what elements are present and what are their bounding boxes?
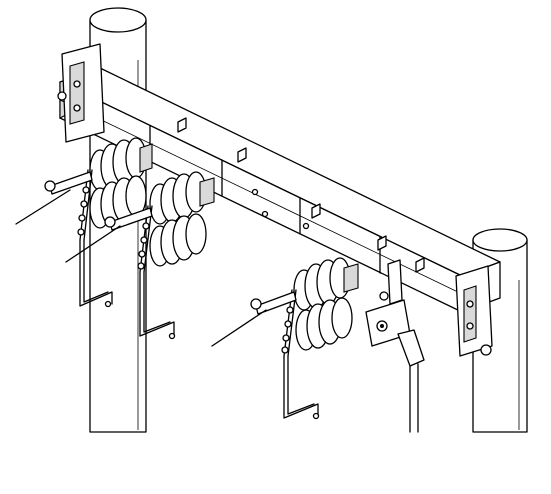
insulator-stack-c-lower <box>295 297 353 351</box>
disconnect-switch-c <box>250 289 297 357</box>
disconnect-switch-a <box>44 169 93 241</box>
callout-leaders <box>15 189 267 347</box>
operating-handle-c <box>283 355 320 420</box>
operating-handle-a <box>79 239 113 308</box>
drop-conductor <box>397 329 425 433</box>
pole-bracket-right <box>455 265 493 357</box>
pole-bracket-left <box>57 43 105 143</box>
insulator-stack-b-lower <box>149 213 207 267</box>
insulator-stack-b-upper <box>149 171 215 225</box>
disconnect-switch-b <box>104 205 153 273</box>
operating-handle-b <box>139 271 176 340</box>
insulator-stack-a-upper <box>89 137 153 191</box>
insulator-stack-c-upper <box>293 257 359 311</box>
insulator-stack-a-lower <box>89 175 147 229</box>
